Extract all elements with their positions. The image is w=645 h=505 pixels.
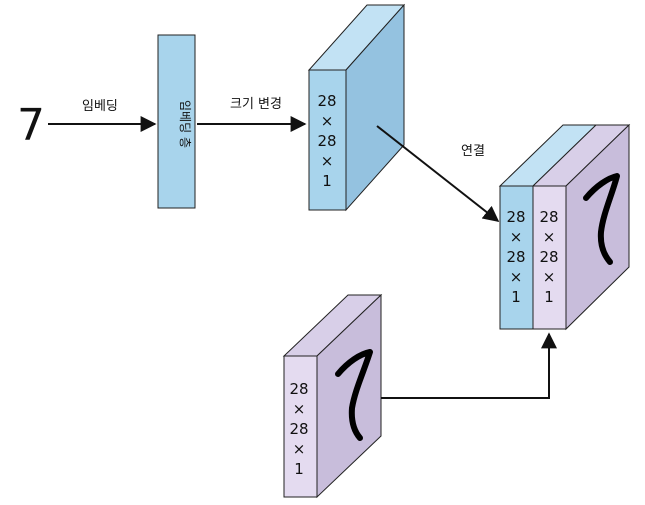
- concat-right-dim-2: ×: [543, 228, 556, 246]
- image-dim-2: ×: [293, 400, 306, 418]
- image-input-block: 28 × 28 × 1: [282, 293, 383, 499]
- embedding-layer-box: [157, 34, 196, 209]
- image-dim-5: 1: [294, 460, 304, 478]
- concat-right-dim-4: ×: [543, 268, 556, 286]
- concat-left-dim-5: 1: [511, 288, 521, 306]
- concat-blue-front: [499, 185, 534, 330]
- concat-right-dim-3: 28: [539, 248, 558, 266]
- reshaped-dim-4: ×: [321, 152, 334, 170]
- reshaped-block: 28 × 28 × 1: [307, 3, 406, 212]
- concat-purple-front: [532, 185, 567, 330]
- concatenate-label: 연결: [461, 144, 485, 159]
- concatenated-block: 28 × 28 × 1 28 × 28 × 1: [498, 123, 631, 331]
- embedding-layer-label: 임베딩 층: [178, 100, 192, 148]
- concat-left-dim-2: ×: [510, 228, 523, 246]
- reshaped-dim-3: 28: [317, 132, 336, 150]
- concat-left-dim-3: 28: [506, 248, 525, 266]
- image-dim-4: ×: [293, 440, 306, 458]
- concat-right-dim-5: 1: [544, 288, 554, 306]
- reshaped-dim-2: ×: [321, 112, 334, 130]
- concat-digit-seven-glyph: [583, 173, 620, 265]
- embedding-label: 임베딩: [82, 99, 118, 114]
- image-dim-1: 28: [289, 380, 308, 398]
- concat-left-dim-1: 28: [506, 208, 525, 226]
- reshaped-dim-5: 1: [322, 172, 332, 190]
- image-digit-seven-glyph: [335, 349, 373, 441]
- reshaped-block-front: [308, 69, 347, 211]
- concat-left-dim-4: ×: [510, 268, 523, 286]
- image-block-front: [283, 355, 318, 498]
- image-dim-3: 28: [289, 420, 308, 438]
- reshape-label: 크기 변경: [230, 97, 282, 112]
- reshaped-dim-1: 28: [317, 92, 336, 110]
- concat-right-dim-1: 28: [539, 208, 558, 226]
- arrow-image-to-concat: [381, 332, 557, 399]
- input-digit: 7: [17, 100, 45, 151]
- arrow-reshape-to-concat: [376, 125, 500, 222]
